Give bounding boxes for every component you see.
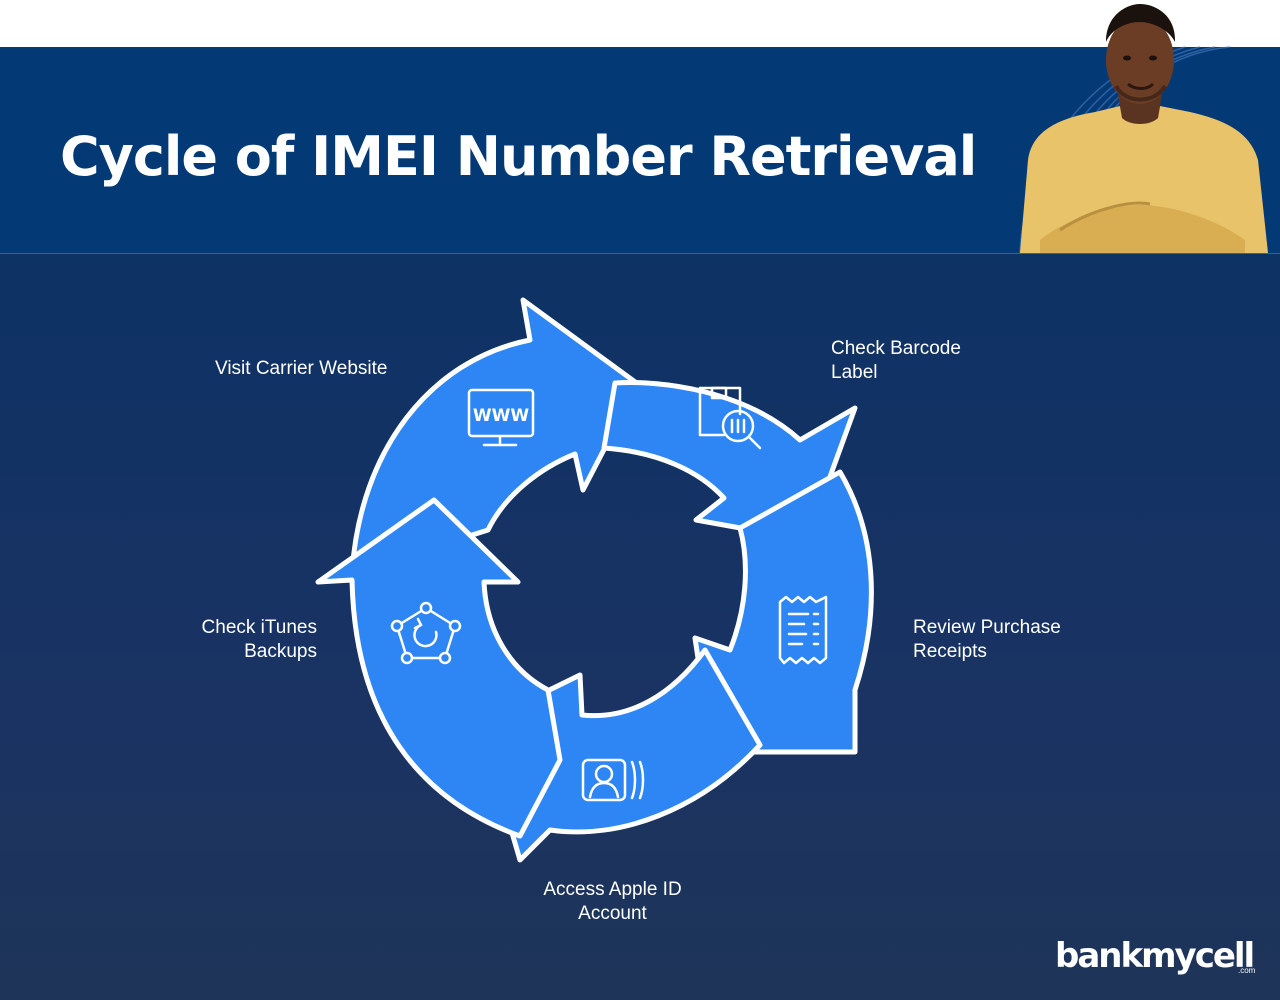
top-white-strip bbox=[0, 0, 1280, 47]
diagram-area bbox=[0, 254, 1280, 1000]
receipt-icon bbox=[778, 595, 828, 665]
user-profile-icon bbox=[581, 758, 645, 802]
cycle-arrow-receipts bbox=[692, 469, 874, 755]
brand-logo-suffix: .com bbox=[1238, 966, 1256, 975]
barcode-search-icon bbox=[698, 386, 762, 450]
step-label-carrier: Visit Carrier Website bbox=[215, 358, 388, 379]
person-photo bbox=[1019, 4, 1268, 253]
www-monitor-icon: WWW bbox=[467, 388, 535, 447]
svg-text:WWW: WWW bbox=[473, 406, 530, 426]
page-title: Cycle of IMEI Number Retrieval bbox=[60, 125, 977, 188]
cycle-arrow-itunes bbox=[315, 497, 563, 839]
backup-sync-icon bbox=[390, 601, 462, 665]
brand-logo: bankmycell bbox=[1055, 936, 1255, 976]
